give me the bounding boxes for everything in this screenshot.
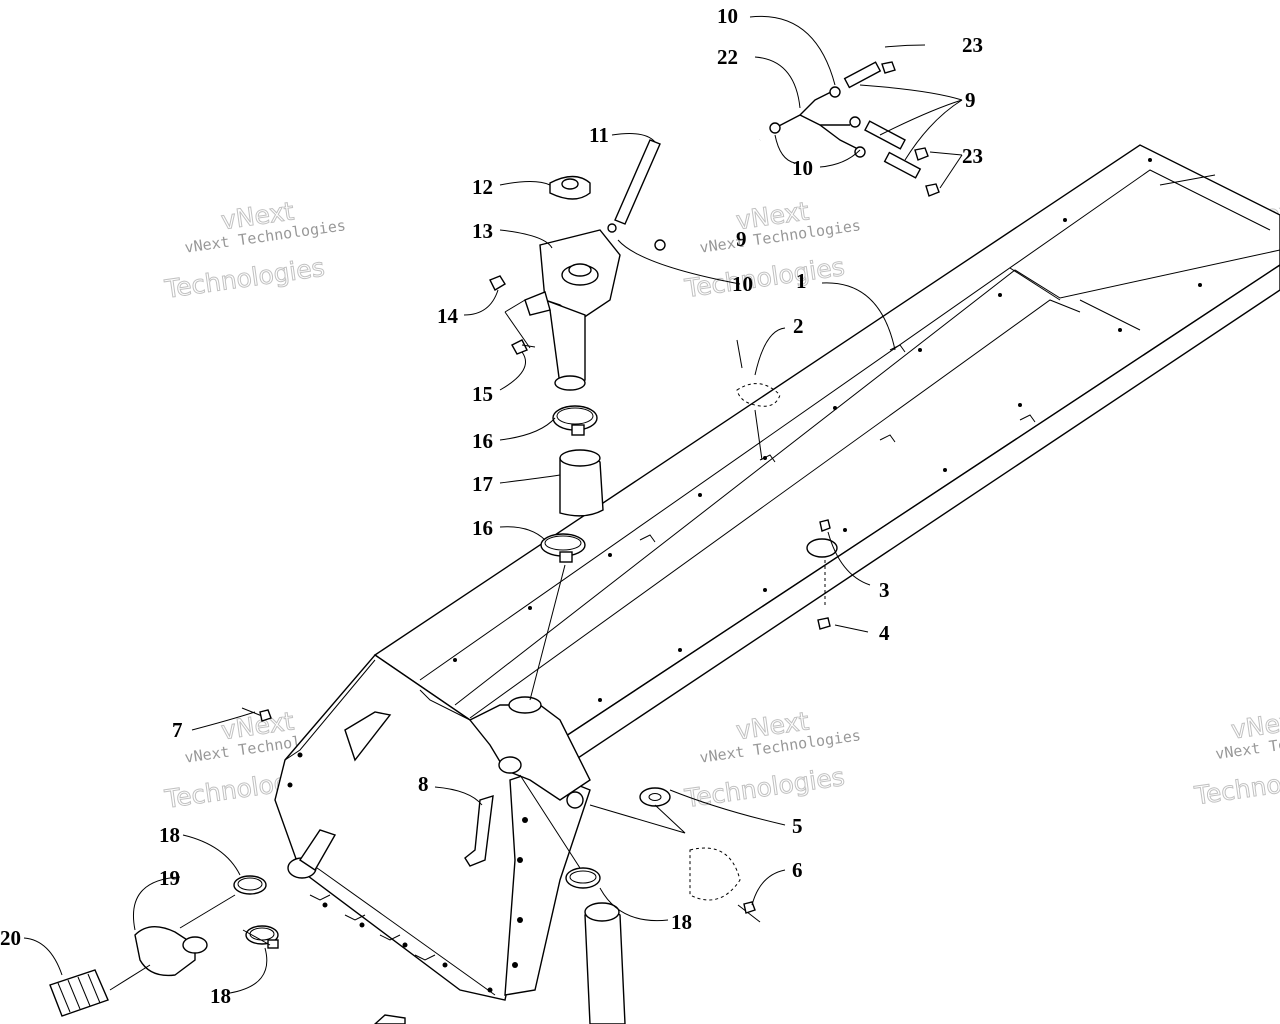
callout-13: 13 <box>472 219 493 243</box>
svg-text:Technologies: Technologies <box>1192 759 1280 810</box>
watermark: vNext Technologies vNext Technologies <box>682 706 862 814</box>
watermark: vNext Technologies vNext Technologies <box>1192 705 1280 811</box>
coolant-hose-right <box>584 902 626 1024</box>
callout-20: 20 <box>0 926 21 950</box>
leader-lines <box>23 15 963 994</box>
vent-hose-9 <box>654 137 762 251</box>
screw-7 <box>241 707 272 722</box>
pressure-cap <box>549 175 591 200</box>
callout-16-upper: 16 <box>472 429 493 453</box>
callout-8: 8 <box>418 772 429 796</box>
callout-23-bottom: 23 <box>962 144 983 168</box>
callout-18-left: 18 <box>159 823 180 847</box>
callout-10-low: 10 <box>732 272 753 296</box>
callout-5: 5 <box>792 814 803 838</box>
sensor-plate-6 <box>689 847 761 923</box>
watermark: vNext Technologies vNext Technologies <box>682 196 862 304</box>
coolant-hose-20 <box>49 969 109 1017</box>
callout-18-lower: 18 <box>210 984 231 1008</box>
mount-washer-3 <box>806 519 838 558</box>
gasket-plate-5 <box>589 787 686 834</box>
callout-10-mid: 10 <box>792 156 813 180</box>
watermark: vNext Technologies vNext Technologies <box>162 196 347 305</box>
callout-2: 2 <box>793 314 804 338</box>
callout-14: 14 <box>437 304 459 328</box>
vent-tee-assembly <box>769 61 940 197</box>
callout-3: 3 <box>879 578 890 602</box>
hose-clamp-18-left <box>233 875 267 895</box>
callout-19: 19 <box>159 866 180 890</box>
bracket-8 <box>464 795 494 867</box>
callout-9-mid: 9 <box>736 227 747 251</box>
hose-fragment-bottom <box>373 1014 406 1024</box>
callout-6: 6 <box>792 858 803 882</box>
svg-text:vNext: vNext <box>1229 706 1280 745</box>
callout-10-top: 10 <box>717 4 738 28</box>
coolant-tank <box>524 229 621 391</box>
svg-text:Technologies: Technologies <box>162 253 326 304</box>
callout-7: 7 <box>172 718 183 742</box>
svg-text:Technologies: Technologies <box>682 762 846 813</box>
thermostat-housing <box>468 696 591 809</box>
callout-9-top: 9 <box>965 88 976 112</box>
svg-text:Technologies: Technologies <box>682 252 846 303</box>
hose-clamp-16-lower <box>540 533 586 563</box>
callout-12: 12 <box>472 175 493 199</box>
coolant-hose-17 <box>559 449 604 517</box>
callout-16-lower: 16 <box>472 516 493 540</box>
bolt-4 <box>817 617 831 630</box>
screw-15 <box>511 339 536 355</box>
hose-clamp-18-lower <box>245 925 279 949</box>
callout-17: 17 <box>472 472 493 496</box>
callout-11: 11 <box>589 123 609 147</box>
vent-hose-11 <box>607 139 661 233</box>
bolt-14 <box>489 275 506 291</box>
callout-22: 22 <box>717 45 738 69</box>
callout-15: 15 <box>472 382 493 406</box>
callout-1: 1 <box>796 269 807 293</box>
rivet-sticker-2 <box>736 339 781 461</box>
hose-clamp-18-right <box>565 867 601 889</box>
callout-4: 4 <box>879 621 890 645</box>
callout-18-right: 18 <box>671 910 692 934</box>
callout-23-top: 23 <box>962 33 983 57</box>
hose-clamp-16-upper <box>552 405 598 436</box>
